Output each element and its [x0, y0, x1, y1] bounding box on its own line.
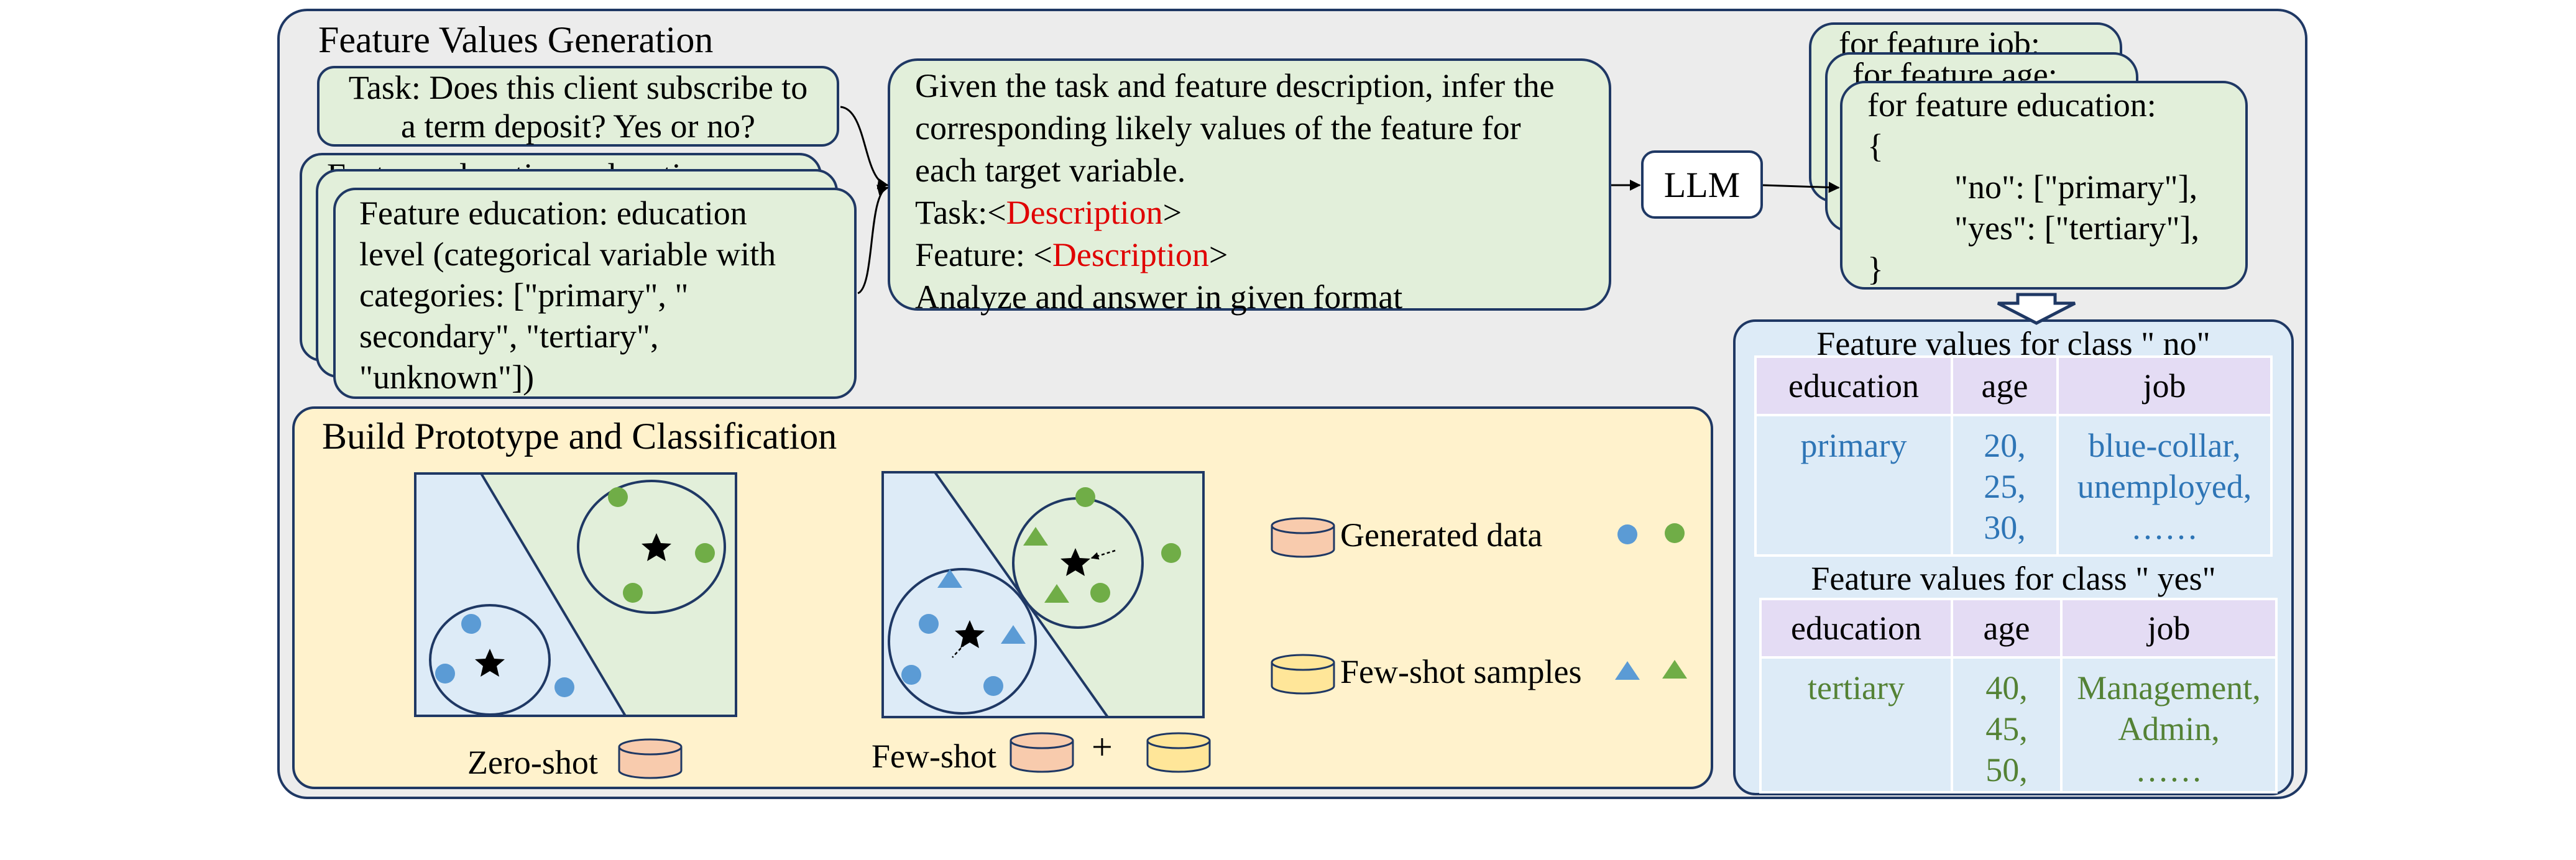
task-to-prompt-arrow: [840, 106, 889, 190]
prompt-feature-description: Description: [1052, 236, 1209, 273]
yes-education-cell: tertiary: [1759, 656, 1953, 794]
few-shot-plot: [881, 471, 1205, 718]
no-job-cell: blue-collar, unemployed, ……: [2056, 414, 2273, 557]
star-icon: [642, 533, 671, 561]
prompt-line-1: Given the task and feature description, …: [915, 67, 1555, 104]
prompt-feature-line: Feature: <Description>: [915, 234, 1609, 276]
generated-data-cylinder-icon: [1010, 732, 1074, 773]
prompt-line-2: corresponding likely values of the featu…: [915, 109, 1521, 147]
no-age-1: 25,: [1984, 468, 2026, 505]
no-job-1: unemployed,: [2077, 468, 2252, 505]
prompt-line-3: each target variable.: [915, 152, 1186, 189]
no-header-education: education: [1754, 355, 1953, 416]
few-shot-cylinder-icon: [1146, 732, 1211, 773]
feature-line-3: categories: ["primary", ": [359, 277, 689, 314]
no-header-age: age: [1951, 355, 2059, 416]
yes-age-cell: 40, 45, 50,: [1951, 656, 2063, 794]
feature-to-prompt-arrow: [857, 185, 889, 295]
prompt-box: Given the task and feature description, …: [888, 58, 1611, 316]
legend-generated-cylinder-icon: [1271, 517, 1335, 558]
yes-age-0: 40,: [1985, 669, 2028, 707]
yes-job-2: ……: [2135, 751, 2202, 789]
yes-age-1: 45,: [1985, 710, 2028, 748]
prompt-task-prefix: Task:<: [915, 194, 1006, 231]
legend-generated-label: Generated data: [1340, 516, 1543, 554]
no-table-header: education age job: [1754, 355, 2273, 416]
feature-line-2: level (categorical variable with: [359, 236, 776, 273]
prompt-line-6: Analyze and answer in given format: [915, 278, 1403, 316]
no-age-cell: 20, 25, 30,: [1951, 414, 2059, 557]
generated-data-cylinder-icon: [618, 738, 683, 779]
feature-line-5: "unknown"]): [359, 359, 535, 396]
no-education-cell: primary: [1754, 414, 1953, 557]
panel-title: Feature Values Generation: [318, 19, 714, 60]
feature-line-4: secondary", "tertiary",: [359, 318, 659, 355]
zero-shot-plot: [414, 472, 737, 717]
prompt-task-line: Task:<Description>: [915, 191, 1609, 234]
output-card-education: for feature education: { "no": ["primary…: [1840, 81, 2248, 290]
star-icon: [475, 649, 505, 677]
yes-job-cell: Management, Admin, ……: [2060, 656, 2278, 794]
no-age-0: 20,: [1984, 427, 2026, 464]
legend-fewshot-cylinder-icon: [1271, 654, 1335, 695]
no-job-0: blue-collar,: [2088, 427, 2241, 464]
yes-header-age: age: [1951, 598, 2063, 659]
few-shot-label: Few-shot: [872, 738, 996, 775]
table-row: tertiary 40, 45, 50, Management, Admin, …: [1759, 656, 2278, 794]
output-line-4: "yes": ["tertiary"],: [1954, 209, 2200, 247]
output-line-1: for feature education:: [1867, 86, 2156, 124]
task-line-1: Task: Does this client subscribe to: [348, 69, 808, 106]
feature-card-front: Feature education: education level (cate…: [333, 188, 857, 399]
task-box: Task: Does this client subscribe to a te…: [317, 66, 839, 147]
plus-sign: +: [1092, 726, 1113, 767]
yes-table-header: education age job: [1759, 598, 2278, 659]
yes-header-education: education: [1759, 598, 1953, 659]
yes-class-table: education age job tertiary 40, 45, 50, M…: [1759, 598, 2278, 794]
zero-shot-label: Zero-shot: [467, 744, 598, 781]
prompt-feature-suffix: >: [1208, 236, 1228, 273]
llm-box: LLM: [1641, 150, 1763, 219]
feature-values-panel: Feature values for class " no" education…: [1733, 319, 2294, 795]
prompt-task-description: Description: [1006, 194, 1163, 231]
prompt-task-suffix: >: [1162, 194, 1182, 231]
llm-to-output-arrow: [1762, 181, 1840, 193]
task-line-2: a term deposit? Yes or no?: [401, 108, 755, 145]
legend-blue-triangle-icon: [1615, 661, 1640, 680]
yes-job-1: Admin,: [2118, 710, 2220, 748]
no-job-2: ……: [2131, 509, 2198, 546]
no-class-table: education age job primary 20, 25, 30, bl…: [1754, 355, 2273, 557]
feature-line-1: Feature education: education: [359, 194, 747, 232]
down-arrow-icon: [1997, 293, 2076, 325]
table-row: primary 20, 25, 30, blue-collar, unemplo…: [1754, 414, 2273, 557]
output-line-3: "no": ["primary"],: [1954, 168, 2198, 206]
legend-fewshot-label: Few-shot samples: [1340, 653, 1582, 690]
yes-header-job: job: [2060, 598, 2278, 659]
legend-green-dot-icon: [1665, 523, 1685, 543]
no-age-2: 30,: [1984, 509, 2026, 546]
output-line-5: }: [1867, 250, 1884, 288]
legend-blue-dot-icon: [1617, 524, 1637, 544]
yes-class-title: Feature values for class " yes": [1811, 560, 2216, 597]
prompt-feature-prefix: Feature: <: [915, 236, 1052, 273]
star-icon: [1060, 548, 1090, 576]
yes-job-0: Management,: [2077, 669, 2261, 707]
no-class-title: Feature values for class " no": [1816, 325, 2210, 362]
legend-green-triangle-icon: [1662, 660, 1687, 679]
output-line-2: {: [1867, 127, 1884, 165]
no-header-job: job: [2056, 355, 2273, 416]
yes-age-2: 50,: [1985, 751, 2028, 789]
build-prototype-title: Build Prototype and Classification: [322, 416, 837, 457]
